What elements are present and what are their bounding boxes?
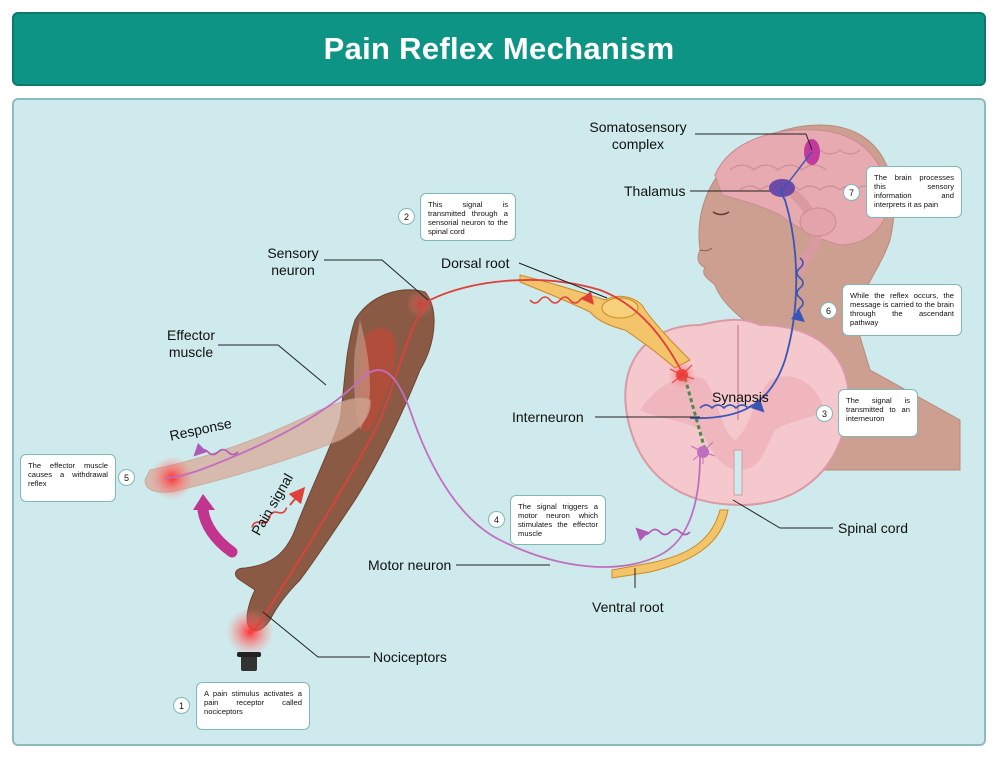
page-title: Pain Reflex Mechanism bbox=[323, 31, 675, 66]
pin-stimulus-icon bbox=[237, 652, 261, 671]
step-1-box: A pain stimulus activates a pain recepto… bbox=[196, 682, 310, 730]
withdrawal-arrow bbox=[197, 504, 238, 558]
step-5-box: The effector muscle causes a withdrawal … bbox=[20, 454, 116, 502]
step-2-number: 2 bbox=[398, 208, 415, 225]
dorsal-root-label: Dorsal root bbox=[441, 255, 510, 271]
pain-signal-wave bbox=[251, 507, 288, 528]
title-banner: Pain Reflex Mechanism bbox=[12, 12, 986, 86]
effector-muscle-label: Effector muscle bbox=[160, 327, 222, 361]
step-4-number: 4 bbox=[488, 511, 505, 528]
step-3-number: 3 bbox=[816, 405, 833, 422]
somatosensory-label-line2: complex bbox=[611, 136, 665, 152]
motor-pathway bbox=[164, 369, 701, 568]
sensory-pathway bbox=[254, 279, 683, 631]
ventral-root-label: Ventral root bbox=[592, 599, 664, 615]
motor-neuron-cell bbox=[690, 441, 716, 464]
thalamus-label: Thalamus bbox=[624, 183, 686, 199]
sensory-neuron-label-line2: neuron bbox=[271, 262, 315, 278]
ascending-pathway bbox=[689, 187, 798, 420]
synapsis-label: Synapsis bbox=[712, 389, 769, 405]
response-signal-wave bbox=[193, 442, 239, 457]
signal-wave-dorsal bbox=[529, 290, 595, 305]
step-7-number: 7 bbox=[843, 184, 860, 201]
step-3-box: The signal is transmitted to an interneu… bbox=[838, 389, 918, 437]
step-4-box: The signal triggers a motor neuron which… bbox=[510, 495, 606, 545]
ventral-root-shape bbox=[611, 509, 729, 579]
step-2-box: This signal is transmitted through a sen… bbox=[420, 193, 516, 241]
step-7-box: The brain processes this sensory informa… bbox=[866, 166, 962, 218]
sensory-neuron-label-line1: Sensory bbox=[267, 245, 319, 261]
nociceptors-label: Nociceptors bbox=[373, 649, 447, 665]
somatosensory-label-line1: Somatosensory bbox=[589, 119, 687, 135]
effector-muscle-label-line2: muscle bbox=[168, 344, 214, 360]
step-6-number: 6 bbox=[820, 302, 837, 319]
dorsal-root-ganglion bbox=[519, 274, 691, 369]
step-6-box: While the reflex occurs, the message is … bbox=[842, 284, 962, 336]
somatosensory-label: Somatosensory complex bbox=[582, 119, 694, 153]
spinal-cord-label: Spinal cord bbox=[838, 520, 909, 536]
sensory-neuron-label: Sensory neuron bbox=[262, 245, 324, 279]
effector-muscle-label-line1: Effector bbox=[167, 327, 215, 343]
motor-neuron-label: Motor neuron bbox=[368, 557, 452, 573]
motor-signal-wave bbox=[635, 527, 691, 542]
leader-lines bbox=[218, 133, 833, 658]
step-5-number: 5 bbox=[118, 469, 135, 486]
step-1-number: 1 bbox=[173, 697, 190, 714]
sensory-neuron-cell bbox=[668, 361, 696, 389]
interneuron-label: Interneuron bbox=[512, 409, 584, 425]
interneuron-link bbox=[683, 377, 707, 451]
